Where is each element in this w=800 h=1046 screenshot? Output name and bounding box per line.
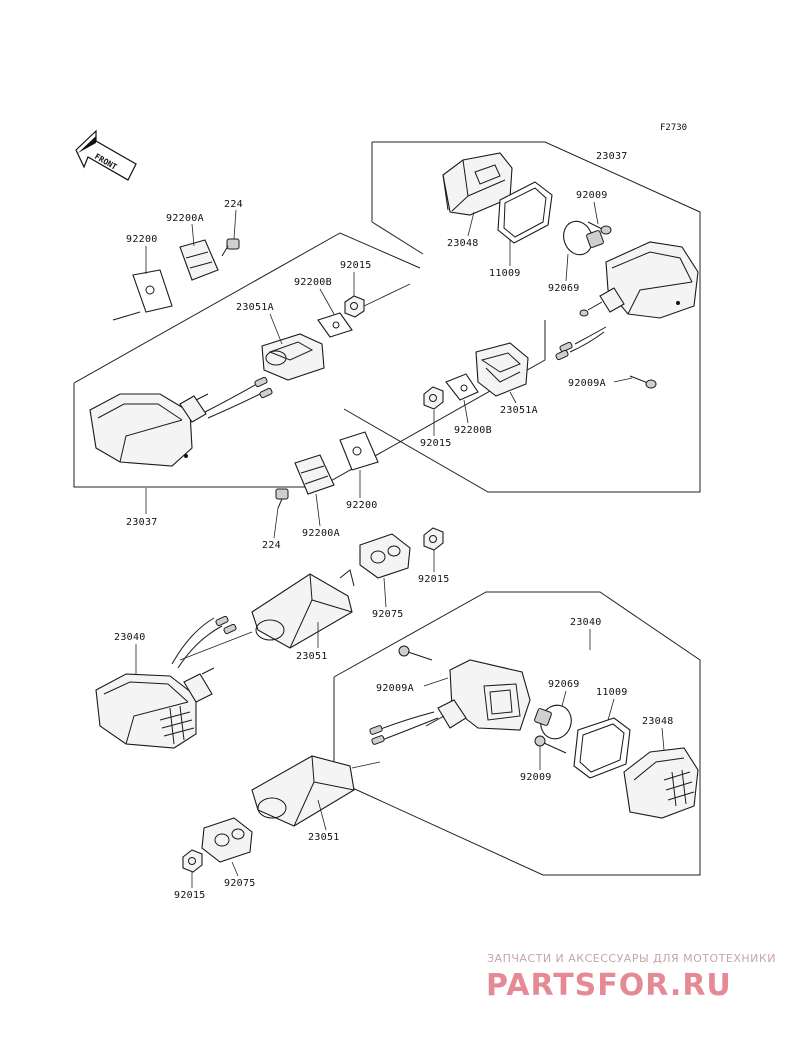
bolt-224-top [221,238,240,257]
label-23051A-right: 23051A [500,405,538,416]
plate-92200-top [112,269,173,321]
label-11009-top: 11009 [489,268,521,279]
wire-leads-left [204,376,273,419]
nut-92015-mid [423,527,444,551]
screw-92009-top [587,221,612,235]
label-92015-mid: 92015 [418,574,450,585]
label-92200B-left: 92200B [294,277,332,288]
wire-leads-top-right [555,326,607,361]
label-92009A-bottom: 92009A [376,683,414,694]
label-23040-left: 23040 [114,632,146,643]
label-224-top: 224 [224,199,243,210]
label-23051-mid: 23051 [296,651,328,662]
bolt-224-mid [275,488,289,509]
label-92015-left: 92015 [340,260,372,271]
watermark-subtitle: ЗАПЧАСТИ И АКСЕССУАРЫ ДЛЯ МОТОТЕХНИКИ [487,952,776,965]
turn-signal-housing-23040-left [95,667,215,749]
label-92200A-mid: 92200A [302,528,340,539]
bracket-92200A-mid [294,454,335,495]
gasket-23051A-right [475,342,529,397]
screw-92009A-bottom [398,645,433,661]
label-92075-bottom: 92075 [224,878,256,889]
frame-bottom-right [333,591,701,876]
label-92009-bottom: 92009 [520,772,552,783]
turn-signal-housing-23037-left [89,393,209,467]
label-23048-bottom: 23048 [642,716,674,727]
gasket-11009-bottom [573,717,631,779]
label-23037-top: 23037 [596,151,628,162]
plate-92200B-left [317,312,353,338]
label-224-mid: 224 [262,540,281,551]
label-92015-bottom: 92015 [174,890,206,901]
bulb-92069-bottom [534,704,572,740]
damper-92075-mid [359,533,411,579]
figure-code: F2730 [660,123,687,133]
label-92069-top: 92069 [548,283,580,294]
lens-23048-bottom [623,747,699,819]
label-23037-left: 23037 [126,517,158,528]
callouts: 23037 23048 11009 92009 92069 92009A 230… [114,151,674,901]
stem-23051-bottom [251,755,355,827]
gasket-23051A-left [261,333,325,381]
label-23048-top: 23048 [447,238,479,249]
label-11009-bottom: 11009 [596,687,628,698]
label-92200-top: 92200 [126,234,158,245]
turn-signal-housing-23040-right [425,659,531,731]
damper-92075-bottom [201,817,253,863]
watermark: ЗАПЧАСТИ И АКСЕССУАРЫ ДЛЯ МОТОТЕХНИКИ PA… [486,952,776,1003]
wire-leads-bottom-right [369,711,439,745]
label-92200A-top: 92200A [166,213,204,224]
nut-92015-right [423,386,444,410]
label-92075-mid: 92075 [372,609,404,620]
watermark-brand: PARTSFOR.RU [486,968,732,1003]
lens-grid-icon [159,705,195,745]
label-92200-mid: 92200 [346,500,378,511]
bulb-92069-top [563,220,604,256]
label-23051-bottom: 23051 [308,832,340,843]
label-92015-right: 92015 [420,438,452,449]
lens-grid-icon [663,769,695,807]
wire-leads-mid-left [171,615,237,669]
gasket-11009-top [497,181,553,244]
bracket-92200A-top [179,239,219,281]
label-92200B-right: 92200B [454,425,492,436]
lens-23048-top [442,152,513,216]
label-23051A-left: 23051A [236,302,274,313]
screw-92009-bottom [534,735,567,754]
stem-23051-mid [251,569,355,649]
label-92009A-top: 92009A [568,378,606,389]
plate-92200-mid [339,431,379,471]
label-23040-right: 23040 [570,617,602,628]
label-92069-bottom: 92069 [548,679,580,690]
front-arrow-icon: FRONT [75,129,137,181]
screw-92009A-right [629,375,657,389]
label-92009-top: 92009 [576,190,608,201]
turn-signal-housing-23037-right [579,241,699,319]
nut-92015-left [344,295,365,318]
nut-92015-bottom [182,849,203,873]
plate-92200B-right [445,373,479,401]
frame-top-right [343,141,701,493]
